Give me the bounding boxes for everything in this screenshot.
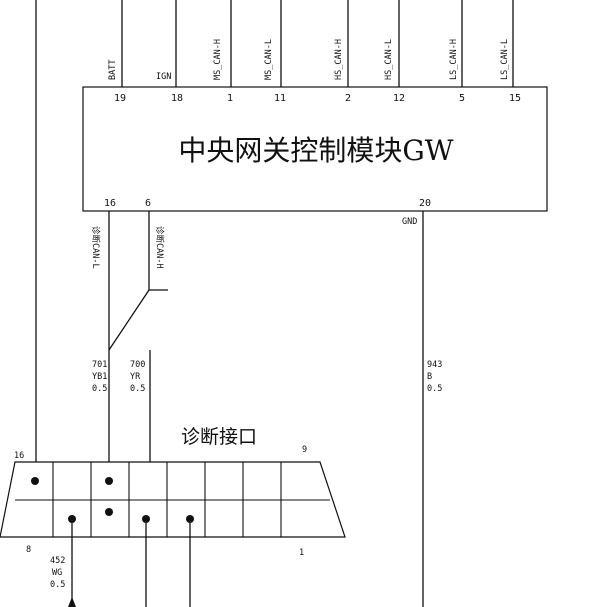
pin-number: 16 <box>104 198 116 209</box>
module-title: 中央网关控制模块GW <box>178 134 453 167</box>
signal-label-diag-can-h: 诊断CAN-H <box>154 226 165 269</box>
pin-number: 11 <box>274 93 286 104</box>
signal-label-ls-can-h: LS_CAN-H <box>449 39 459 80</box>
signal-label-ms-can-h: MS_CAN-H <box>213 39 223 80</box>
wire-annotation-943: 943 B 0.5 <box>427 360 442 394</box>
signal-label-hs-can-h: HS_CAN-H <box>334 39 344 80</box>
contact-dot <box>31 477 39 485</box>
svg-text:452: 452 <box>50 556 65 566</box>
pin-number: 1 <box>227 93 233 104</box>
wire-annotation-452: 452 WG 0.5 <box>50 556 65 590</box>
pin-number: 15 <box>509 93 521 104</box>
pin-number: 6 <box>145 198 151 209</box>
connector-pin-label: 16 <box>14 451 24 461</box>
signal-label-ls-can-l: LS_CAN-L <box>500 39 510 80</box>
module-input-wires <box>35 0 514 480</box>
wire-annotation-700: 700 YR 0.5 <box>130 360 145 394</box>
connector-pin-label: 1 <box>299 548 304 558</box>
module-top-signal-labels: BATT IGN MS_CAN-H MS_CAN-L HS_CAN-H HS_C… <box>108 39 510 82</box>
wire-annotation-701: 701 YB1 0.5 <box>92 360 107 394</box>
connector-pin-label: 8 <box>26 545 31 555</box>
signal-label-ign: IGN <box>156 72 171 82</box>
contact-dot <box>105 508 113 516</box>
module-top-pin-numbers: 19 18 1 11 2 12 5 15 <box>114 93 521 104</box>
connector-pin-label: 9 <box>302 445 307 455</box>
svg-text:B: B <box>427 372 432 382</box>
svg-text:0.5: 0.5 <box>92 384 107 394</box>
arrow-up-icon <box>68 597 76 607</box>
signal-label-diag-can-l: 诊断CAN-L <box>90 226 101 269</box>
svg-text:701: 701 <box>92 360 107 370</box>
svg-text:700: 700 <box>130 360 145 370</box>
svg-text:YR: YR <box>130 372 141 382</box>
svg-text:WG: WG <box>52 568 62 578</box>
pin-number: 5 <box>459 93 465 104</box>
signal-label-ms-can-l: MS_CAN-L <box>264 39 274 80</box>
pin-number: 20 <box>419 198 431 209</box>
gnd-label: GND <box>402 217 417 227</box>
svg-text:0.5: 0.5 <box>427 384 442 394</box>
diagnostic-wires <box>108 211 424 607</box>
connector-output-wires <box>68 519 191 607</box>
svg-text:YB1: YB1 <box>92 372 107 382</box>
module-bottom-pin-numbers: 16 6 20 <box>104 198 431 209</box>
svg-text:943: 943 <box>427 360 442 370</box>
connector-title: 诊断接口 <box>181 426 257 448</box>
signal-label-batt: BATT <box>108 60 118 80</box>
contact-dot <box>105 477 113 485</box>
svg-text:0.5: 0.5 <box>130 384 145 394</box>
pin-number: 2 <box>345 93 351 104</box>
pin-number: 19 <box>114 93 126 104</box>
pin-number: 12 <box>393 93 405 104</box>
diagnostic-connector <box>0 461 346 538</box>
signal-label-hs-can-l: HS_CAN-L <box>384 39 394 80</box>
gateway-module-box <box>82 86 548 212</box>
pin-number: 18 <box>171 93 183 104</box>
svg-text:0.5: 0.5 <box>50 580 65 590</box>
